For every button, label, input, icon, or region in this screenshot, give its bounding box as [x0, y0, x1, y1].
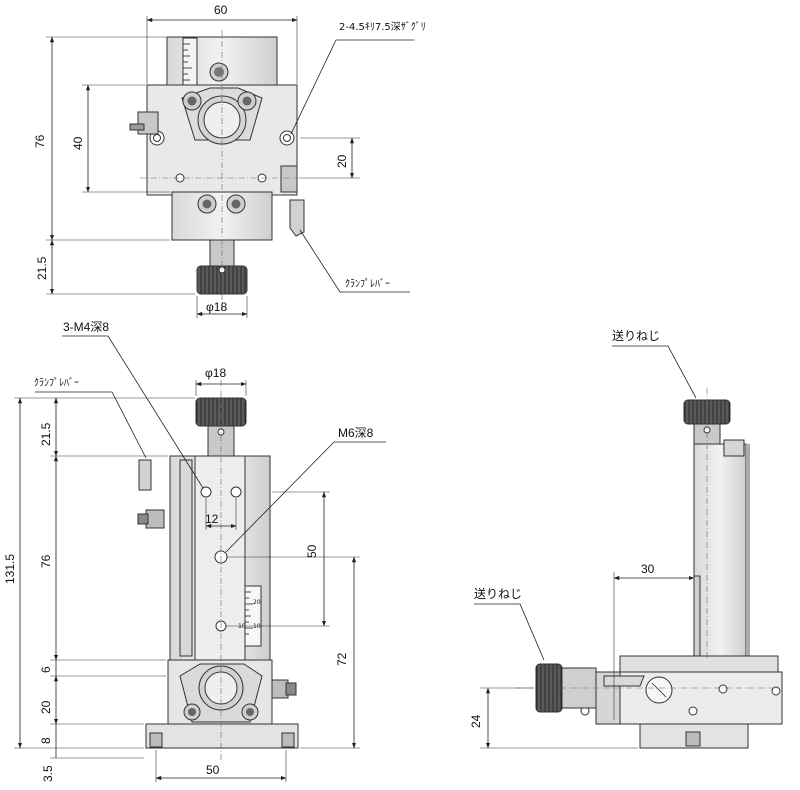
top-extension-lines	[46, 16, 360, 318]
top-knob-dia-label: φ18	[206, 300, 227, 314]
top-hole-span-label: 40	[71, 136, 85, 150]
top-bolt-low-left-socket	[202, 199, 212, 209]
side-offset-label: 30	[641, 562, 655, 576]
top-left-clamp-tip	[129, 123, 145, 131]
front-clamp-label: ｸﾗﾝﾌﾟﾚﾊﾞｰ	[34, 377, 79, 389]
front-guide-left	[179, 459, 193, 657]
front-knob-len-label: 21.5	[39, 422, 53, 446]
side-column	[693, 443, 747, 659]
front-scale-mark-1: 20	[253, 599, 261, 606]
front-m4-label: 3-M4深8	[63, 320, 109, 334]
front-m4-hole-1	[200, 486, 212, 498]
side-column-edge	[746, 444, 750, 658]
front-view: 20 10 10	[3, 320, 386, 782]
side-top-knob-label: 送りねじ	[612, 328, 660, 343]
top-offset-label: 20	[335, 154, 349, 168]
front-m6-leader	[225, 441, 386, 553]
front-m4-leader	[62, 335, 204, 489]
side-hole-5	[771, 686, 781, 696]
top-clamp-lever	[289, 199, 305, 237]
side-clamp-dial-mark	[651, 682, 667, 698]
top-counterbore-right-inner	[283, 134, 291, 142]
front-m6-label: M6深8	[338, 426, 374, 440]
top-clamp-label: ｸﾗﾝﾌﾟﾚﾊﾞｰ	[345, 278, 390, 290]
side-carriage-top	[619, 655, 779, 673]
top-bolt-right-socket	[242, 96, 252, 106]
front-total-height-label: 131.5	[3, 554, 17, 584]
side-base-screw	[685, 731, 701, 747]
top-counterbore-left-inner	[153, 134, 161, 142]
side-knob-label: 送りねじ	[474, 586, 522, 601]
front-knob-dia-label: φ18	[205, 366, 226, 380]
front-width-label: 50	[206, 763, 220, 777]
side-hole-4	[718, 684, 728, 694]
front-foot-label: 3.5	[41, 765, 55, 782]
side-height-label: 24	[469, 714, 483, 728]
top-bolt-upper-socket	[214, 67, 224, 77]
side-clamp-lever	[603, 675, 645, 687]
side-knob-leader	[474, 603, 545, 661]
top-bolt-low-right-socket	[231, 199, 241, 209]
top-hole-callout: 2-4.5ｷﾘ7.5深ｻﾞｸﾞﾘ	[339, 21, 426, 33]
front-clamp-lever	[138, 459, 152, 491]
front-gap-label: 6	[39, 666, 53, 673]
top-bolt-left-socket	[187, 96, 197, 106]
front-clamp-leader	[35, 391, 147, 459]
front-base-screw-right	[281, 732, 295, 748]
side-view: 30 24 送りねじ 送りねじ	[469, 328, 783, 749]
front-scale-ticks	[245, 591, 253, 635]
front-m4-hole-2	[230, 486, 242, 498]
front-hole-span-label: 50	[305, 544, 319, 558]
top-clamp-leader	[299, 229, 410, 293]
front-scale-mark-3: 10	[238, 623, 246, 630]
top-left-clamp-screw	[137, 111, 159, 135]
top-width-label: 60	[214, 3, 228, 17]
front-scale-mark-2: 10	[253, 623, 261, 630]
side-top-knob-leader	[612, 345, 697, 399]
front-plate-label: 8	[39, 737, 53, 744]
top-hole-leader	[290, 39, 414, 135]
front-lower-bolt-right-socket	[246, 708, 254, 716]
front-clamp-tip	[137, 513, 149, 525]
side-column-scale	[693, 575, 701, 657]
front-base-plate	[145, 723, 299, 749]
front-clamp-screw	[145, 509, 165, 529]
top-view: 60 76 40 21.5 20 φ18 2-4.5ｷﾘ7.5深ｻﾞｸﾞﾘ ｸﾗ…	[33, 3, 426, 318]
top-scale-ticks	[183, 43, 192, 81]
side-hole-3	[688, 706, 698, 716]
front-pitch-label: 12	[205, 512, 219, 526]
front-lower-clamp-tip	[285, 682, 297, 696]
front-lower-bolt-left-socket	[188, 708, 196, 716]
side-column-cap	[723, 439, 745, 457]
front-base-label: 20	[39, 700, 53, 714]
top-right-clamp-screw	[280, 165, 298, 193]
top-height-label: 76	[33, 134, 47, 148]
top-knob-len-label: 21.5	[35, 256, 49, 280]
front-base-screw-left	[149, 732, 163, 748]
front-stage-height-label: 76	[39, 554, 53, 568]
front-height-label: 72	[335, 652, 349, 666]
